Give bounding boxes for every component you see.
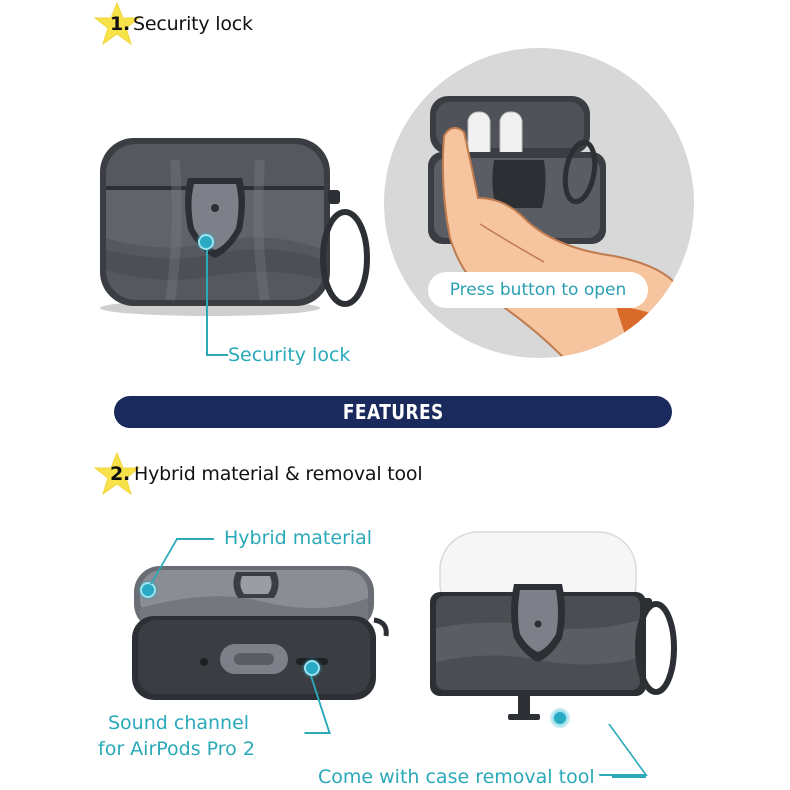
- security-lock-marker: [198, 234, 214, 250]
- sound-channel-marker: [304, 660, 320, 676]
- case-product-front: [100, 138, 370, 316]
- press-to-open-illustration: [384, 48, 694, 358]
- hybrid-material-label: Hybrid material: [224, 527, 373, 549]
- section-number: 2.: [110, 463, 131, 485]
- section-number: 1.: [110, 13, 131, 35]
- features-banner-label: FEATURES: [342, 400, 444, 424]
- removal-tool-label: Come with case removal tool: [318, 766, 595, 788]
- section-heading-hybrid-material: 2.Hybrid material & removal tool: [94, 452, 423, 496]
- removal-tool-marker: [552, 710, 568, 726]
- hybrid-material-marker: [140, 582, 156, 598]
- section-title: Security lock: [133, 13, 253, 35]
- section-title: Hybrid material & removal tool: [134, 463, 423, 485]
- case-product-with-removal-tool: [430, 531, 677, 720]
- sound-channel-label-line2: for AirPods Pro 2: [98, 738, 255, 760]
- sound-channel-label-line1: Sound channel: [108, 712, 250, 734]
- case-product-bottom: [132, 566, 389, 700]
- star-icon: [94, 452, 140, 496]
- features-banner: FEATURES: [114, 396, 672, 428]
- star-icon: [94, 2, 140, 46]
- security-lock-label: Security lock: [228, 344, 351, 366]
- press-button-label: Press button to open: [428, 272, 648, 308]
- section-heading-security-lock: 1.Security lock: [94, 2, 253, 46]
